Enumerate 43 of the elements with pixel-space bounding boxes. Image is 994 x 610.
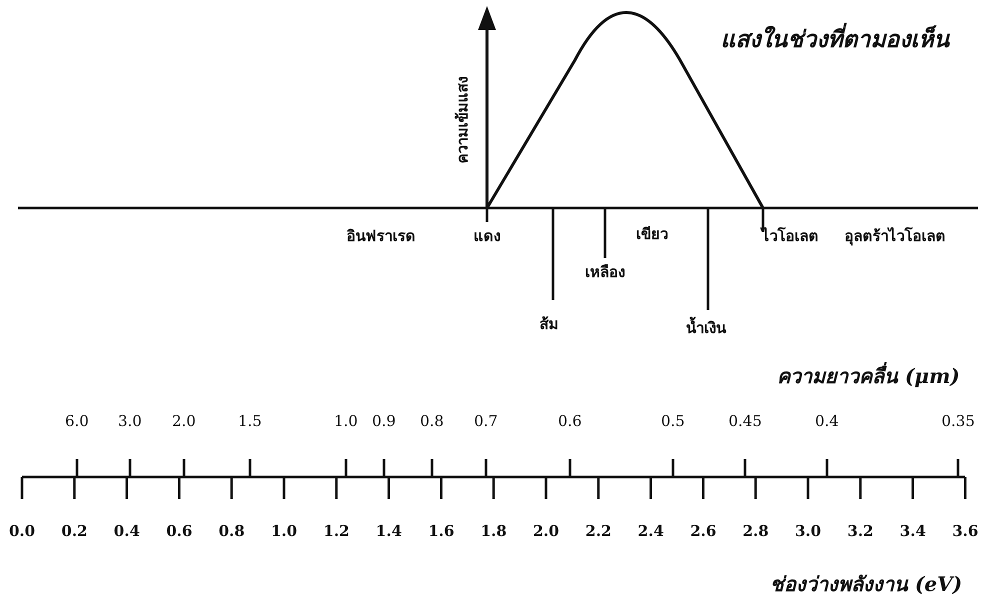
tick-label: 2.8 [742,522,769,540]
band-label: เหลือง [585,263,625,281]
tick-label: 2.0 [172,412,196,430]
tick-label: 0.9 [372,412,396,430]
tick-label: 1.8 [480,522,507,540]
band-label: อุลตร้าไวโอเลต [844,227,946,245]
tick-label: 0.4 [815,412,839,430]
tick-label: 0.6 [558,412,582,430]
tick-label: 3.0 [118,412,142,430]
tick-label: 0.6 [166,522,192,540]
tick-label: 2.0 [533,522,560,540]
tick-label: 3.4 [900,522,926,540]
tick-label: 0.45 [728,412,762,430]
tick-label: 0.4 [114,522,140,540]
tick-label: 0.8 [420,412,444,430]
band-label: อินฟราเรด [346,227,416,245]
tick-label: 1.0 [334,412,358,430]
band-label: ไวโอเลต [762,227,818,245]
tick-label: 1.4 [376,522,402,540]
tick-label: 0.2 [61,522,88,540]
tick-label: 0.5 [661,412,685,430]
tick-label: 3.0 [795,522,822,540]
tick-label: 0.8 [218,522,245,540]
tick-label: 1.6 [428,522,454,540]
band-label: แดง [474,227,500,245]
tick-label: 3.2 [847,522,874,540]
band-label: เขียว [636,225,668,243]
tick-label: 0.0 [9,522,36,540]
tick-label: 2.2 [585,522,612,540]
tick-label: 0.35 [942,412,975,430]
tick-label: 1.2 [323,522,350,540]
band-label: น้ำเงิน [686,319,726,337]
tick-label: 1.0 [271,522,298,540]
axis-label: ความเข้มแสง [453,76,471,164]
tick-label: 6.0 [65,412,89,430]
axis-label: ช่องว่างพลังงาน (eV) [770,572,962,596]
band-label: ส้ม [540,315,558,333]
tick-label: 2.6 [690,522,716,540]
tick-label: 3.6 [952,522,978,540]
axis-label: ความยาวคลื่น (μm) [777,364,960,388]
tick-label: 2.4 [638,522,664,540]
tick-label: 1.5 [238,412,262,430]
tick-label: 0.7 [474,412,498,430]
